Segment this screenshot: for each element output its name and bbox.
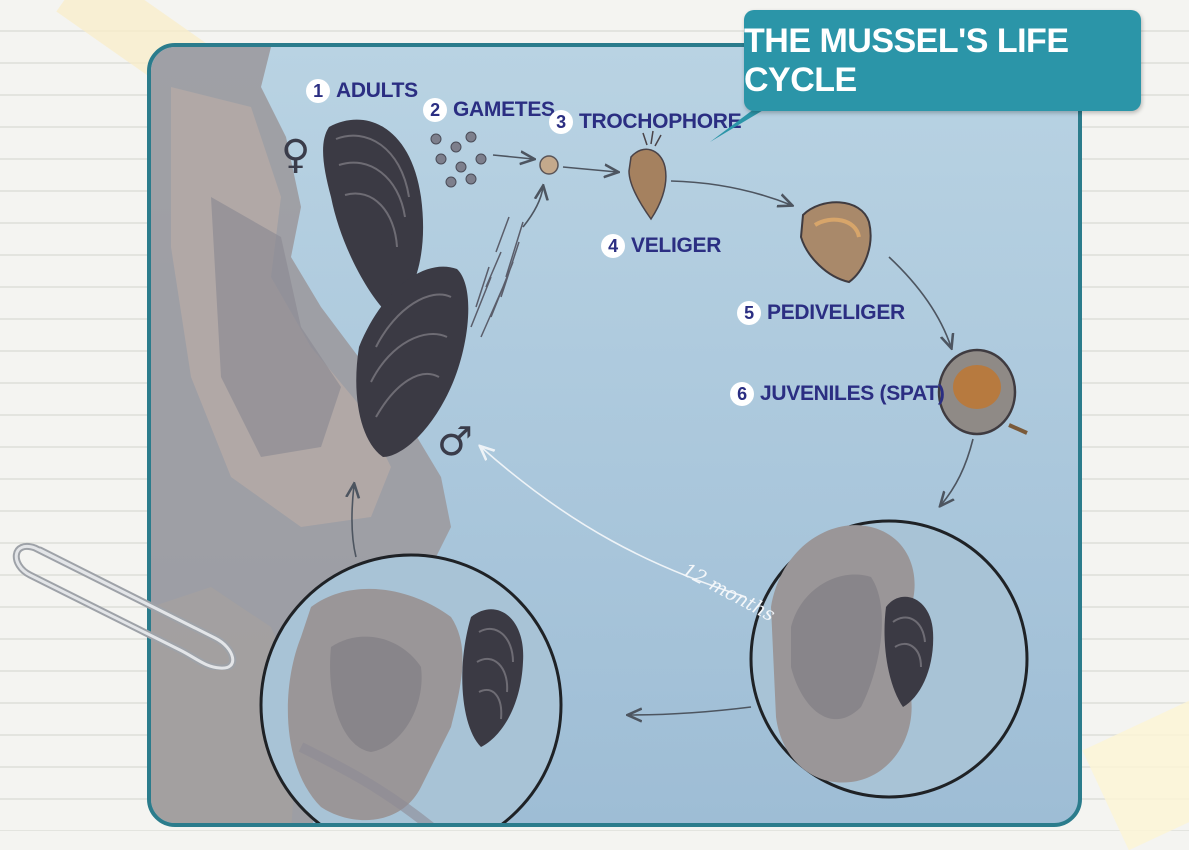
pediveliger-larva — [801, 202, 871, 282]
male-symbol-icon: ♂ — [437, 422, 473, 462]
life-cycle-illustration: ♀ ♂ 1 ADULTS 2 GAMETES 3 TROCHOPHORE 4 V… — [147, 43, 1082, 827]
stage-veliger: 4 VELIGER — [601, 234, 721, 258]
stage-number: 5 — [737, 301, 761, 325]
stage-number: 4 — [601, 234, 625, 258]
stage-pediveliger: 5 PEDIVELIGER — [737, 301, 905, 325]
veliger-larva — [629, 149, 666, 219]
female-symbol-icon: ♀ — [281, 135, 310, 175]
stage-adults: 1 ADULTS — [306, 79, 418, 103]
adult-on-rock-circle — [261, 555, 561, 827]
stage-label: VELIGER — [631, 234, 721, 258]
sperm-streaks — [471, 217, 523, 337]
stage-number: 3 — [549, 110, 573, 134]
stage-label: ADULTS — [336, 79, 418, 103]
stage-label: JUVENILES (SPAT) — [760, 382, 945, 406]
page-title: THE MUSSEL'S LIFE CYCLE — [744, 22, 1141, 100]
stage-number: 2 — [423, 98, 447, 122]
settled-juvenile-circle — [751, 521, 1027, 797]
paperclip-icon — [0, 520, 250, 670]
stage-gametes: 2 GAMETES — [423, 98, 555, 122]
stage-juveniles: 6 JUVENILES (SPAT) — [730, 382, 945, 406]
stage-number: 1 — [306, 79, 330, 103]
fertilized-egg — [540, 156, 558, 174]
stage-label: GAMETES — [453, 98, 555, 122]
stage-number: 6 — [730, 382, 754, 406]
stage-label: PEDIVELIGER — [767, 301, 905, 325]
gametes — [431, 132, 486, 187]
title-banner: THE MUSSEL'S LIFE CYCLE — [744, 10, 1141, 111]
